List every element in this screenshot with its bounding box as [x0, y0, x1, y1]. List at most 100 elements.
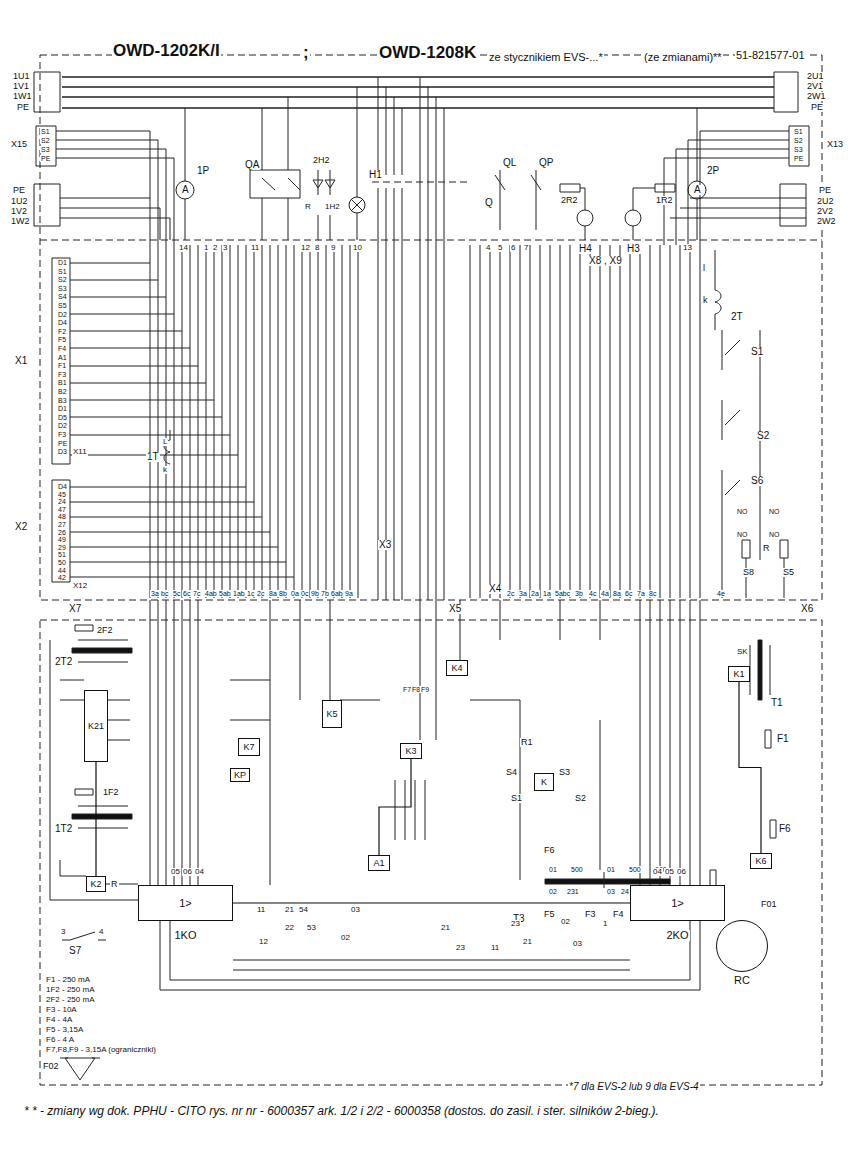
power-bus: [62, 77, 774, 108]
part-label: SK: [736, 648, 749, 656]
component-name: K1: [733, 670, 744, 679]
pushbutton-symbol: [722, 330, 788, 598]
part-label: X4: [488, 584, 502, 594]
part-label: 2U2: [816, 197, 835, 206]
part-label: 231: [566, 888, 580, 895]
component-name: K6: [755, 857, 766, 866]
part-label: QP: [538, 158, 554, 168]
part-label: S1: [793, 128, 804, 135]
component-name: K21: [88, 722, 104, 731]
part-label: S3: [793, 146, 804, 153]
part-label: 1F2 - 250 mA: [45, 986, 95, 994]
connector-wire: [70, 263, 294, 577]
part-label: 11: [250, 244, 260, 252]
part-label: 2V2: [816, 207, 834, 216]
part-label: A: [181, 185, 190, 195]
part-label: 1ab: [232, 590, 246, 597]
relay-box: K21: [84, 690, 108, 762]
part-label: F3: [584, 910, 597, 919]
part-label: 13: [682, 244, 693, 252]
part-label: 53: [306, 924, 317, 932]
part-label: 5abc: [554, 590, 571, 597]
terminal-strip: [40, 240, 822, 241]
part-label: R: [762, 544, 771, 553]
surge-arrester: [60, 1058, 100, 1080]
part-label: 3: [60, 928, 66, 936]
switch-ql-qp: [495, 170, 541, 230]
part-label: 03: [606, 888, 616, 895]
component-name: A1: [373, 859, 384, 868]
part-label: 1H2: [324, 203, 341, 211]
part-label: 1c: [246, 590, 255, 597]
component-name: K5: [326, 710, 337, 719]
part-label: X2: [14, 522, 28, 532]
part-label: S1: [40, 128, 51, 135]
part-label: S1: [750, 347, 764, 357]
part-label: S4: [505, 768, 518, 777]
part-label: 8b: [278, 590, 288, 597]
part-label: F1: [776, 734, 790, 744]
relay-box: KP: [230, 768, 250, 782]
part-label: 22: [284, 924, 295, 932]
part-label: 9a: [344, 590, 354, 597]
part-label: R: [304, 203, 312, 211]
relay-box: K6: [750, 853, 772, 869]
part-label: NO: [768, 531, 781, 538]
part-label: 29: [57, 544, 67, 551]
part-label: F6: [543, 846, 556, 855]
part-label: 5: [497, 244, 503, 252]
part-label: 1U2: [10, 197, 29, 206]
component-name: K2: [90, 880, 101, 889]
part-label: PE: [16, 103, 30, 112]
part-label: F4: [57, 345, 67, 352]
part-label: 02: [560, 918, 571, 926]
part-label: 5ab: [218, 590, 232, 597]
part-label: F3: [57, 371, 67, 378]
part-label: F6: [778, 824, 792, 834]
component-name: K7: [243, 743, 254, 752]
part-label: 4: [485, 244, 491, 252]
part-label: D1: [57, 405, 68, 412]
part-label: 51: [57, 551, 67, 558]
part-label: 4ab: [204, 590, 218, 597]
part-label: OWD-1208K: [378, 44, 477, 61]
part-label: 2F2: [96, 626, 114, 635]
part-label: 7c: [192, 590, 201, 597]
part-label: 7a: [636, 590, 646, 597]
lamp-symbol: [577, 210, 593, 226]
part-label: S6: [750, 476, 764, 486]
part-label: 0a: [290, 590, 300, 597]
part-label: A1: [57, 354, 68, 361]
part-label: 2H2: [312, 156, 331, 165]
part-label: 5c: [172, 590, 181, 597]
part-label: 7b: [320, 590, 330, 597]
part-label: F02: [42, 1062, 60, 1071]
part-label: 1W2: [10, 217, 31, 226]
part-label: 1F2: [102, 788, 120, 797]
part-label: D1: [57, 259, 68, 266]
part-label: S2: [793, 137, 804, 144]
part-label: 12: [258, 938, 269, 946]
part-label: Q: [484, 198, 494, 208]
component-name: KP: [234, 771, 246, 780]
main-switch: [378, 77, 444, 600]
part-label: F3: [57, 431, 67, 438]
part-label: 45: [57, 491, 67, 498]
relay-box: 1>1KO: [138, 885, 233, 921]
wire-connector: [95, 762, 96, 876]
part-label: F5: [57, 336, 67, 343]
motor-wire: [60, 198, 806, 240]
part-label: 51-821577-01: [735, 50, 806, 61]
part-label: F6 - 4 A: [45, 1036, 75, 1044]
part-label: 14: [178, 244, 189, 252]
part-label: S4: [57, 293, 68, 300]
part-label: 2F2 - 250 mA: [45, 996, 95, 1004]
part-label: 1V2: [10, 207, 28, 216]
part-label: D2: [57, 311, 68, 318]
part-label: 2R2: [560, 196, 579, 205]
component-name: 1>: [179, 898, 192, 909]
relay-box: K2: [86, 876, 106, 892]
